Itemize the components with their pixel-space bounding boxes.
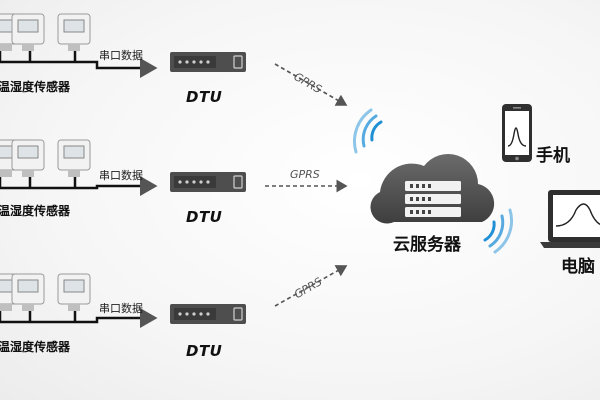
- dtu-label: DTU: [186, 208, 223, 226]
- sensor-icon: [57, 273, 91, 311]
- laptop-icon: [540, 190, 600, 248]
- gprs-label: GPRS: [290, 168, 320, 181]
- row-2: [0, 139, 348, 192]
- sensor-icon: [57, 139, 91, 177]
- cloud-server-icon: [370, 154, 495, 224]
- dtu-device-icon: [170, 52, 246, 72]
- dtu-label: DTU: [186, 342, 223, 360]
- laptop-label: 电脑: [561, 257, 595, 277]
- sensor-icon: [57, 13, 91, 51]
- sensor-label: 温湿度传感器: [0, 80, 71, 94]
- phone-icon: [502, 104, 532, 162]
- bus-line: [0, 177, 155, 188]
- dtu-device-icon: [170, 304, 246, 324]
- signal-wave-icon: [483, 208, 514, 254]
- sensor-label: 温湿度传感器: [0, 204, 71, 218]
- dtu-device-icon: [170, 172, 246, 192]
- signal-wave-icon: [352, 108, 383, 154]
- serial-data-label: 串口数据: [99, 302, 143, 315]
- row-3: [0, 265, 348, 324]
- phone-label: 手机: [536, 146, 570, 166]
- sensor-icon: [11, 139, 45, 177]
- cloud-server-label: 云服务器: [393, 235, 461, 255]
- bus-line: [0, 311, 155, 322]
- dtu-label: DTU: [186, 88, 223, 106]
- sensor-icon: [11, 13, 45, 51]
- row-1: [0, 13, 348, 106]
- sensor-icon: [11, 273, 45, 311]
- serial-data-label: 串口数据: [99, 169, 143, 182]
- bus-line: [0, 51, 155, 68]
- serial-data-label: 串口数据: [99, 49, 143, 62]
- sensor-label: 温湿度传感器: [0, 340, 71, 354]
